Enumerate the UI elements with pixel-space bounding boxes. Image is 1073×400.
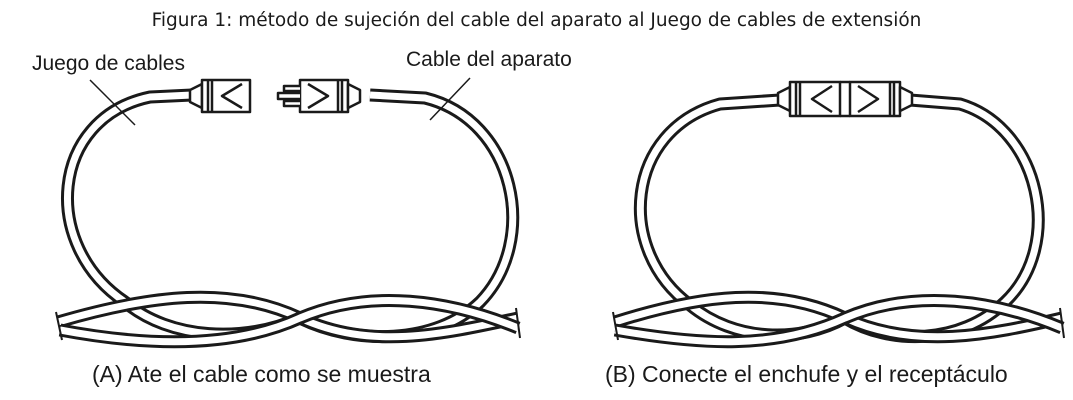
figure-title: Figura 1: método de sujeción del cable d…: [151, 10, 922, 31]
diagram-b: [612, 80, 1065, 349]
tied-knot-a: [55, 290, 521, 349]
tied-knot-b: [612, 290, 1065, 349]
joined-plug-receptacle-b: [776, 80, 914, 118]
label-extension-cord-set: Juego de cables: [32, 52, 185, 75]
label-appliance-cord: Cable del aparato: [406, 48, 572, 71]
receptacle-connector-a: [188, 78, 252, 114]
leader-extension-set: [89, 79, 136, 126]
caption-a: (A) Ate el cable como se muestra: [92, 361, 431, 387]
diagram-a: [55, 77, 521, 349]
plug-connector-a: [276, 78, 362, 114]
leader-appliance-cord: [429, 77, 471, 121]
caption-b: (B) Conecte el enchufe y el receptáculo: [605, 361, 1008, 387]
